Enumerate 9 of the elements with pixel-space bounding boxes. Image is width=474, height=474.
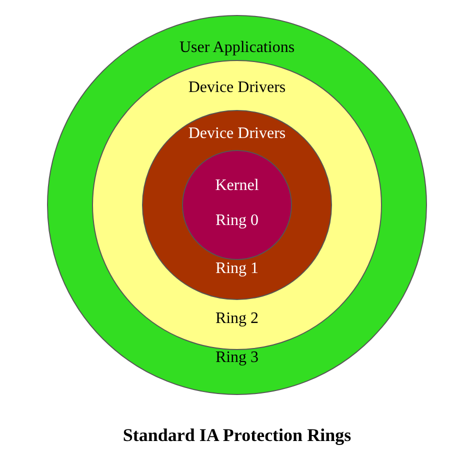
ring-level-label: Ring 3 [215, 349, 259, 367]
ring-title: User Applications [179, 39, 295, 57]
ring-level-label: Ring 2 [215, 310, 259, 328]
ring-title: Device Drivers [188, 79, 286, 97]
ring-level-label: Ring 0 [215, 212, 259, 230]
diagram-caption: Standard IA Protection Rings [122, 425, 352, 446]
ring-title: Kernel [215, 177, 259, 195]
ring-level-label: Ring 1 [215, 260, 259, 278]
ring-title: Device Drivers [188, 125, 286, 143]
